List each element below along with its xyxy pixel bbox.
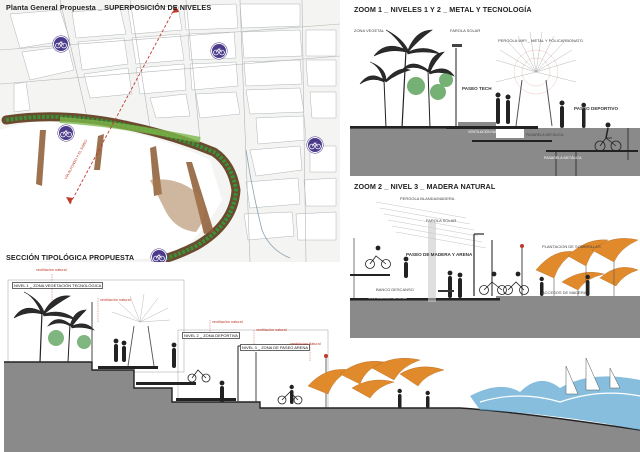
zoom2-sombrillas: PLANTACION DE SOMBRILLAS — [542, 244, 601, 249]
umbrella-icon — [307, 358, 445, 399]
zoom2-ventilacion: VENTILACIÓN NATURAL — [368, 296, 408, 300]
bicycle-icon — [211, 43, 227, 59]
zoom2-drawing — [350, 201, 640, 338]
zoom1-pasarela-2: PASARELA METÁLICA — [544, 156, 582, 160]
person-icon — [495, 92, 586, 128]
person-icon — [403, 256, 590, 298]
zoom1-ventilacion: VENTILACIÓN NATURAL — [468, 130, 508, 134]
plan-panel: Planta General Propuesta _ SUPERPOSICIÓN… — [0, 0, 340, 262]
zoom2-banco: BANCO DESCANSO — [376, 287, 414, 292]
zoom1-paseo-tech: PASEO TECH — [462, 86, 492, 91]
section-axis-line — [69, 5, 177, 205]
person-icon — [113, 338, 430, 408]
bicycle-icon — [53, 36, 69, 52]
zoom1-zona-vegetal: ZONA VEGETAL — [354, 28, 385, 33]
bicycle-icon — [58, 125, 74, 141]
section-note-5: ventilación natural — [290, 342, 321, 346]
zoom2-title: ZOOM 2 _ NIVEL 3 _ MADERA NATURAL — [354, 182, 496, 191]
zoom2-pergola: PERGOLA BLANDA/MADERA — [400, 196, 455, 201]
section-note-2: ventilación natural — [100, 298, 131, 302]
zoom1-pergola: PERGOLA WIFI _ METAL Y POLICARBONATO — [498, 38, 583, 43]
bicycle-icon — [187, 369, 303, 405]
palm-tree-icon — [13, 291, 95, 363]
section-tag-nivel3: NIVEL 3 _ ZONA DE PASEO ARENA — [240, 344, 311, 351]
umbrella-icon — [535, 238, 639, 291]
bicycle-icon — [365, 255, 529, 295]
section-tag-nivel1: NIVEL 1 _ ZONA VEGETACIÓN TECNOLÓGICA — [12, 282, 104, 289]
plan-title: Planta General Propuesta _ SUPERPOSICIÓN… — [6, 3, 212, 12]
plan-map — [0, 0, 340, 262]
zoom1-paseo-deportivo: PASEO DEPORTIVO — [574, 106, 619, 111]
section-note-3: ventilación natural — [212, 320, 243, 324]
zoom2-paseo: PASEO DE MADERA Y ARENA — [406, 252, 473, 257]
section-title: SECCIÓN TIPOLÓGICA PROPUESTA — [6, 253, 135, 262]
section-note-4: ventilación natural — [256, 328, 287, 332]
zoom1-pasarela-1: PASARELA METÁLICA — [526, 133, 564, 137]
zoom1-title: ZOOM 1 _ NIVELES 1 Y 2 _ METAL Y TECNOLO… — [354, 5, 532, 14]
bicycle-icon — [151, 249, 167, 262]
zoom1-drawing — [350, 29, 640, 176]
bicycle-icon — [594, 127, 622, 152]
zoom1-farola-solar: FAROLA SOLAR — [450, 28, 481, 33]
zoom2-farola: FAROLA SOLAR — [426, 218, 457, 223]
zoom2-accesos: ACCESOS DE MADERA — [542, 290, 587, 295]
section-panel: SECCIÓN TIPOLÓGICA PROPUESTA NIVEL 1 _ Z… — [0, 253, 640, 452]
zoom2-panel: ZOOM 2 _ NIVEL 3 _ MADERA NATURAL PERGOL… — [346, 178, 640, 338]
palm-tree-icon — [359, 29, 455, 129]
bicycle-icon — [307, 137, 323, 153]
section-note-1: ventilación natural — [36, 268, 67, 272]
section-drawing — [4, 274, 640, 452]
sailboat-icon — [565, 357, 621, 395]
section-tag-nivel2: NIVEL 2 _ ZONA DEPORTIVA — [182, 332, 240, 339]
zoom1-panel: ZOOM 1 _ NIVELES 1 Y 2 _ METAL Y TECNOLO… — [346, 0, 640, 176]
